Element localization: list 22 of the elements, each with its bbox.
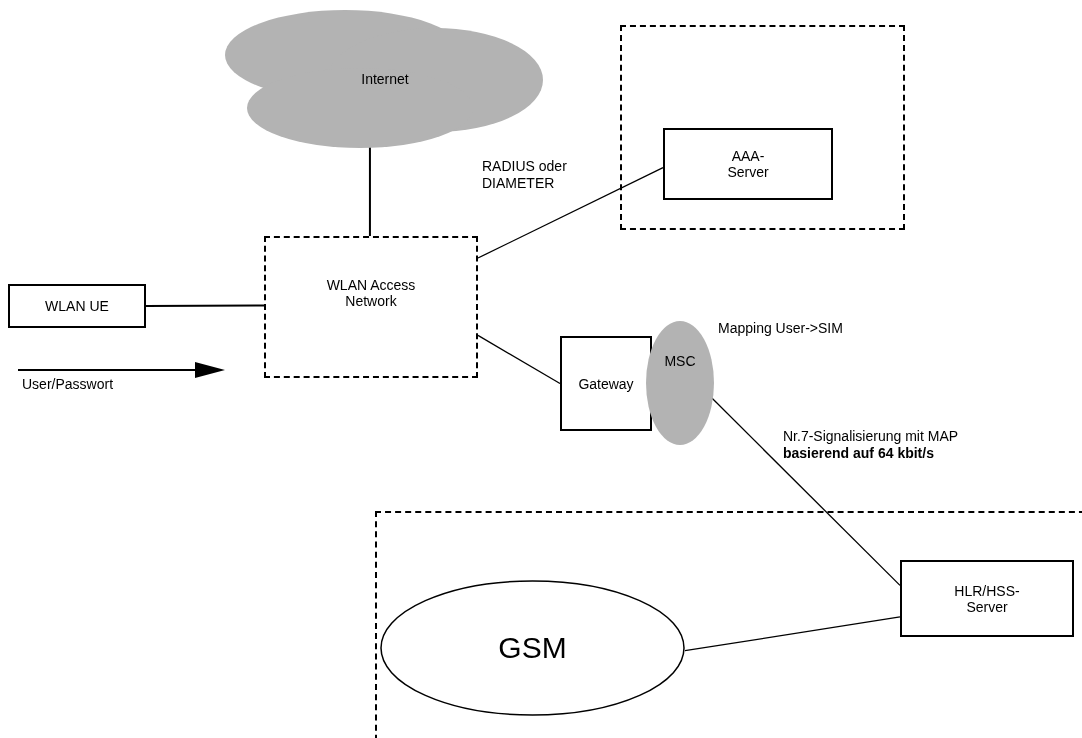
node-label: Gateway <box>578 375 634 392</box>
connector-line <box>684 616 901 652</box>
server-box <box>663 128 833 200</box>
cloud-shape <box>225 10 545 148</box>
node-label: MSC <box>664 352 696 369</box>
node-label: Internet <box>361 71 409 87</box>
device-box <box>8 284 146 328</box>
dashed-region <box>375 511 1082 738</box>
connector-line <box>477 334 561 385</box>
node-label: WLAN UE <box>45 298 109 314</box>
network-region <box>264 236 478 378</box>
dashed-region <box>620 25 905 230</box>
node-label: GSM <box>498 631 567 665</box>
node-label: WLAN Access Network <box>325 277 417 309</box>
network-ellipse <box>380 580 685 716</box>
node-label: HLR/HSS- Server <box>953 582 1021 615</box>
node-label: AAA- Server <box>726 148 770 180</box>
connector-line <box>477 166 664 259</box>
annotation-text: Mapping User->SIM <box>718 320 843 336</box>
gateway-box <box>560 336 652 431</box>
connector-line <box>145 304 265 307</box>
server-box <box>900 560 1074 637</box>
